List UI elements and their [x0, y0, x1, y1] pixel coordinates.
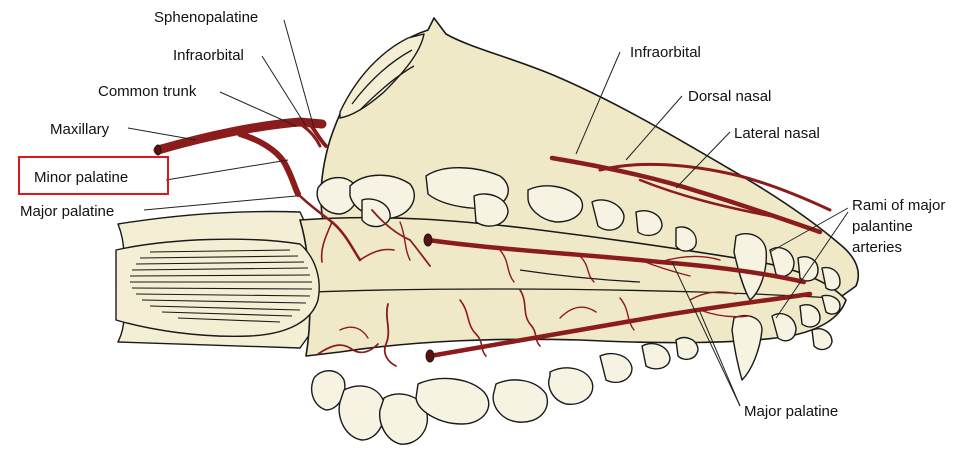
common-trunk-artery: [240, 134, 298, 194]
label-lateral-nasal: Lateral nasal: [734, 125, 820, 142]
label-infraorbital-left: Infraorbital: [173, 47, 244, 64]
label-rami-line3: arteries: [852, 239, 902, 256]
choanae-shading: [116, 239, 319, 336]
label-dorsal-nasal: Dorsal nasal: [688, 88, 771, 105]
label-rami-line2: palantine: [852, 218, 913, 235]
label-common-trunk: Common trunk: [98, 83, 197, 100]
skull-illustration: [116, 18, 858, 444]
label-sphenopalatine: Sphenopalatine: [154, 9, 258, 26]
lower-teeth: [312, 338, 698, 445]
maxillary-artery-cut-end: [155, 145, 161, 155]
label-rami-line1: Rami of major: [852, 197, 945, 214]
label-major-palatine-bottom: Major palatine: [744, 403, 838, 420]
label-maxillary: Maxillary: [50, 121, 110, 138]
label-minor-palatine: Minor palatine: [34, 169, 128, 186]
label-infraorbital-right: Infraorbital: [630, 44, 701, 61]
label-major-palatine-left: Major palatine: [20, 203, 114, 220]
